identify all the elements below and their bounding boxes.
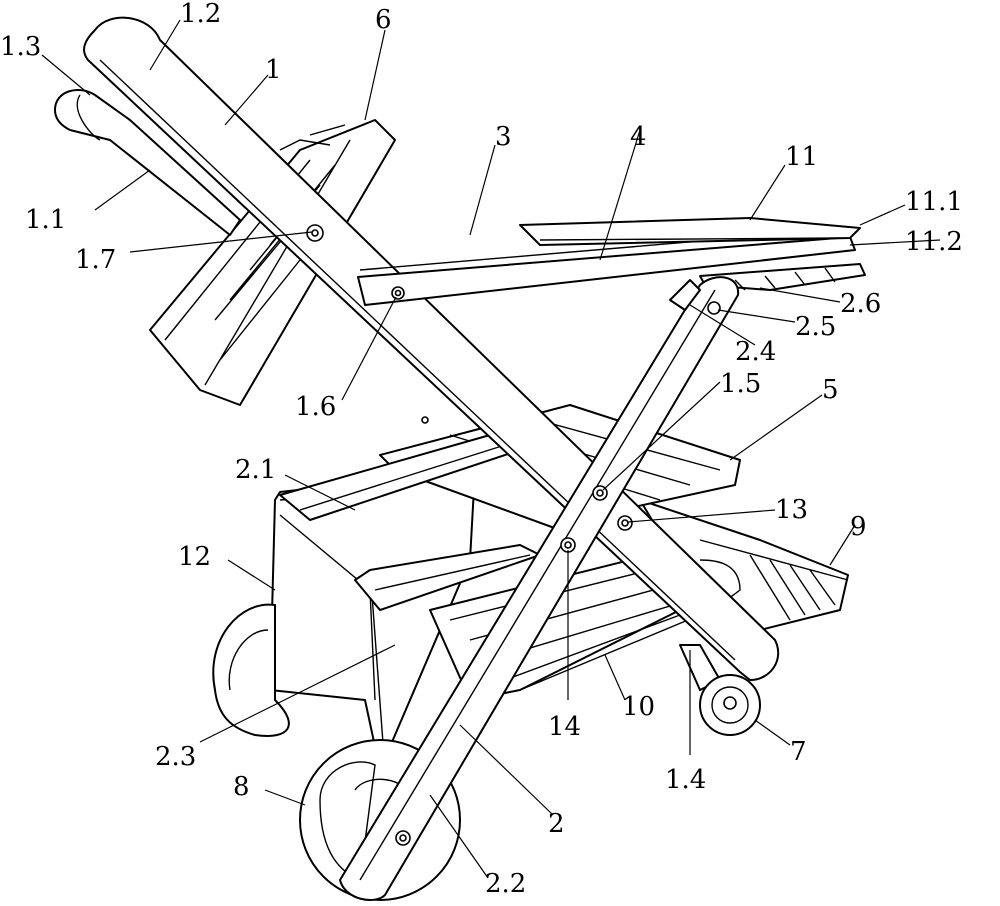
label-13: 13: [775, 495, 808, 525]
label-7: 7: [790, 737, 807, 767]
label-10: 10: [622, 692, 655, 722]
label-14: 14: [548, 712, 581, 742]
label-9: 9: [850, 512, 867, 542]
label-2-5: 2.5: [795, 312, 836, 342]
label-1-7: 1.7: [75, 245, 116, 275]
label-11: 11: [785, 142, 818, 172]
label-2: 2: [548, 809, 565, 839]
label-2-3: 2.3: [155, 742, 196, 772]
label-6: 6: [375, 5, 392, 35]
label-2-2: 2.2: [485, 869, 526, 899]
label-2-1: 2.1: [235, 455, 276, 485]
label-1-3: 1.3: [0, 32, 41, 62]
bolt-2-5: [708, 302, 720, 314]
label-11-1: 11.1: [905, 187, 963, 217]
label-1-1: 1.1: [25, 205, 66, 235]
bolt-small: [422, 417, 428, 423]
label-5: 5: [822, 375, 839, 405]
label-4: 4: [630, 122, 647, 152]
label-2-4: 2.4: [735, 337, 776, 367]
label-1-5: 1.5: [720, 369, 761, 399]
label-8: 8: [233, 772, 250, 802]
label-11-2: 11.2: [905, 227, 963, 257]
label-1-6: 1.6: [295, 392, 336, 422]
label-12: 12: [178, 542, 211, 572]
label-2-6: 2.6: [840, 289, 881, 319]
label-1-2: 1.2: [180, 0, 221, 29]
label-3: 3: [495, 122, 512, 152]
label-1-4: 1.4: [665, 765, 706, 795]
label-1: 1: [265, 55, 282, 85]
